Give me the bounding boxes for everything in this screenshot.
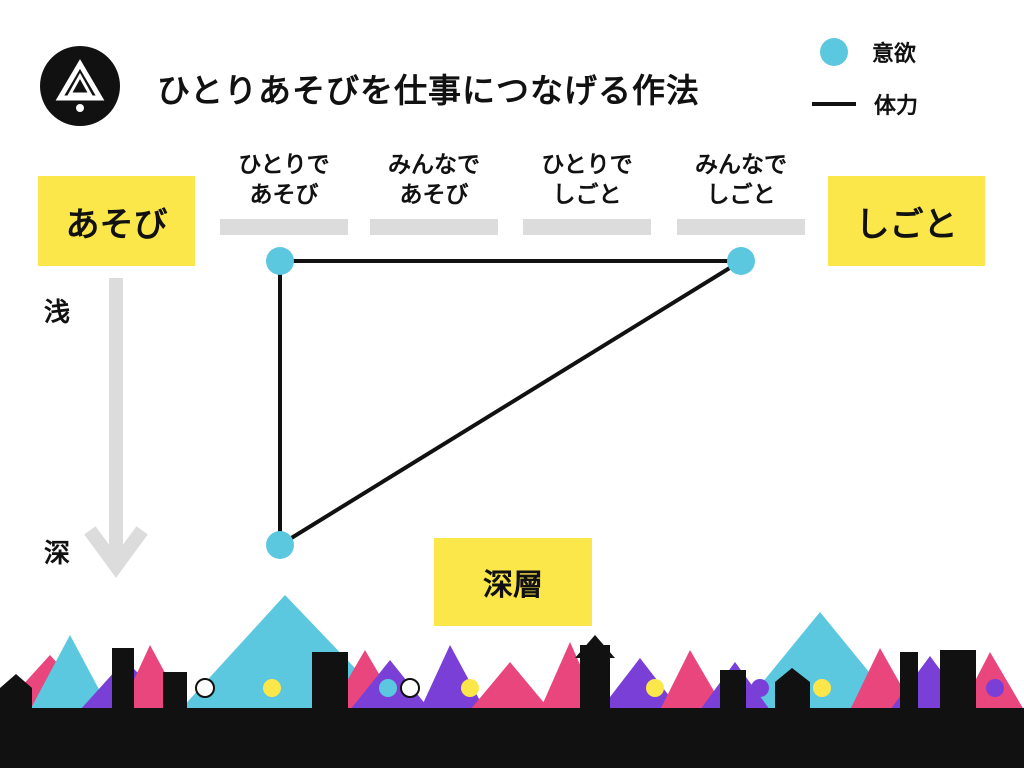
legend-motivation: 意欲 [820,36,916,68]
node-group-work-shallow [727,247,755,275]
column-label-line2: あそび [249,182,319,208]
column-label-solo-play: ひとりで あそび [220,150,348,210]
page-title: ひとりあそびを仕事につなげる作法 [157,71,701,110]
path-lines [278,259,743,547]
deep-label: 深 [44,539,71,569]
node-solo-play-shallow [266,247,294,275]
column-bar [370,219,498,235]
legend-line-label: 体力 [874,94,919,119]
column-label-line1: みんなで [695,152,787,178]
play-label-box: あそび [38,176,195,266]
deep-layer-box: 深層 [434,538,592,626]
column-label-line1: みんなで [388,152,480,178]
column-label-group-work: みんなで しごと [677,150,805,210]
column-label-solo-work: ひとりで しごと [523,150,651,210]
shallow-label: 浅 [44,298,71,328]
column-label-line2: しごと [706,182,776,208]
column-label-line2: しごと [552,182,622,208]
node-solo-play-deep [266,531,294,559]
column-bar [677,219,805,235]
logo-icon [40,46,120,126]
column-label-line1: ひとりで [541,152,633,178]
legend-dot-icon [820,38,848,66]
legend-stamina: 体力 [812,88,918,120]
column-bar [220,219,348,235]
work-label-box: しごと [828,176,985,266]
city-skyline-illustration [0,595,1024,768]
column-label-line1: ひとりで [238,152,330,178]
path-line-diagonal [278,259,743,547]
column-label-group-play: みんなで あそび [370,150,498,210]
column-bar [523,219,651,235]
depth-arrow [84,278,148,578]
legend-dot-label: 意欲 [872,42,917,67]
legend-line-icon [812,102,856,106]
column-label-line2: あそび [399,182,469,208]
